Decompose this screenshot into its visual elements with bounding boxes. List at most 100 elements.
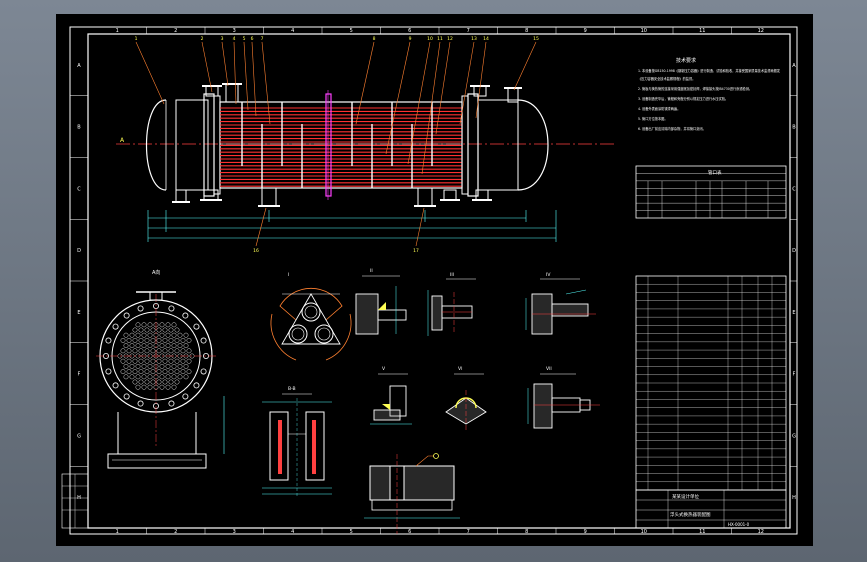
part-number: 8 [373, 36, 376, 42]
zone-row-label: E [792, 310, 795, 316]
left-channel [175, 99, 209, 191]
leader-lines [135, 41, 537, 247]
note-5: 5. 管口方位按本图。 [638, 116, 668, 121]
part-number: 15 [533, 36, 539, 42]
design-title: 某某设计单位 [672, 493, 699, 500]
zone-col-label: 1 [116, 529, 119, 535]
zone-col-label: 4 [291, 28, 294, 34]
end-view: A向 [96, 269, 225, 469]
detail-ii-label: II [370, 268, 373, 274]
baffles [220, 102, 462, 188]
part-number: 3 [221, 36, 224, 42]
detail-v-label: V [382, 366, 386, 372]
note-1: 1. 本设备按GB150-1998《钢制压力容器》进行制造、试验和验收，并接受国… [638, 68, 781, 73]
detail-iii-label: III [450, 272, 454, 278]
zone-col-label: 8 [525, 28, 528, 34]
zone-row-label: G [792, 433, 796, 439]
part-number: 14 [483, 36, 489, 42]
zone-row-label: C [792, 186, 796, 192]
note-4: 4. 设备外表面涂防锈漆两遍。 [638, 106, 680, 111]
detail-tubesheet-iii: III [427, 272, 476, 336]
saddle-left [261, 187, 277, 207]
detail-v: V [370, 366, 412, 425]
zone-col-label: 12 [758, 28, 764, 34]
right-flange [467, 93, 479, 197]
detail-tube-pitch: I [270, 272, 352, 361]
zone-col-label: 4 [291, 529, 294, 535]
zone-col-label: 3 [233, 529, 236, 535]
detail-vi: VI [445, 366, 487, 432]
zone-col-label: 9 [584, 28, 587, 34]
zone-row-label: H [792, 495, 796, 501]
part-number: 12 [447, 36, 453, 42]
left-flange [203, 93, 215, 197]
saddle-base [107, 453, 207, 469]
title-block: 某某设计单位 浮头式换热器装配图 HX-0001-0 [635, 489, 787, 529]
part-number: 1 [135, 36, 138, 42]
nozzle-shell-in [225, 83, 239, 103]
drain-left [175, 189, 187, 203]
notes-title: 技术要求 [676, 57, 696, 64]
zone-col-label: 2 [174, 28, 177, 34]
part-number: 17 [413, 248, 419, 254]
note-3: 3. 设备制造完毕后，管程和壳程分别以规定压力进行水压试验。 [638, 96, 728, 101]
zone-row-label: F [78, 372, 81, 378]
zone-col-label: 8 [525, 529, 528, 535]
zone-row-label: G [77, 433, 81, 439]
section-b-label: B-B [288, 386, 296, 392]
detail-iv: IV [525, 272, 596, 335]
part-number: 2 [201, 36, 204, 42]
note-2: 2. 管板与换热管的连接采用强度胀加密封焊，焊接接头按JB4730进行渗透检测。 [638, 86, 752, 91]
bolt-holes [103, 302, 209, 409]
drawing-name: 浮头式换热器装配图 [670, 511, 711, 518]
nozzle-table: 管口表 [635, 165, 787, 219]
zone-row-label: A [792, 63, 796, 69]
zone-col-label: 1 [116, 28, 119, 34]
zone-col-label: 10 [641, 529, 647, 535]
zone-row-label: E [77, 310, 80, 316]
saddle-support [117, 412, 197, 455]
zone-col-label: 5 [350, 28, 353, 34]
zone-col-label: 3 [233, 28, 236, 34]
zone-col-label: 7 [467, 28, 470, 34]
drawing-number: HX-0001-0 [728, 522, 750, 527]
zone-col-label: 5 [350, 529, 353, 535]
part-number: 10 [427, 36, 433, 42]
part-number: 6 [251, 36, 254, 42]
body-flange [325, 93, 332, 197]
note-6: 6. 设备出厂前应清除内部杂物，并将管口封闭。 [638, 126, 706, 131]
detail-nozzle-flange [364, 453, 460, 534]
outer-border [69, 26, 798, 535]
zone-col-label: 6 [408, 28, 411, 34]
left-head [145, 99, 167, 191]
detail-vii-label: VII [546, 366, 552, 372]
exchanger-elevation: A [116, 36, 616, 254]
tube-bundle [220, 107, 462, 187]
detail-weld-ii: II [355, 268, 407, 335]
zone-row-label: D [792, 248, 796, 254]
zone-row-label: B [792, 125, 796, 131]
part-number: 4 [233, 36, 236, 42]
saddle-right [417, 187, 433, 207]
end-view-label: A向 [152, 269, 160, 276]
zone-col-label: 12 [758, 529, 764, 535]
detail-iv-label: IV [546, 272, 551, 278]
detail-vii: VII [527, 366, 600, 429]
revision-table [61, 473, 89, 529]
floating-head-cover [477, 99, 519, 191]
zone-col-label: 6 [408, 529, 411, 535]
part-number: 9 [409, 36, 412, 42]
part-number: 13 [471, 36, 477, 42]
detail-vi-label: VI [458, 366, 462, 372]
right-head [517, 99, 549, 191]
part-number: 11 [437, 36, 443, 42]
zone-col-label: 11 [699, 28, 705, 34]
part-number: 5 [243, 36, 246, 42]
zone-col-label: 2 [174, 529, 177, 535]
section-mark-left: A [120, 137, 125, 144]
dimension-lines [147, 210, 557, 242]
